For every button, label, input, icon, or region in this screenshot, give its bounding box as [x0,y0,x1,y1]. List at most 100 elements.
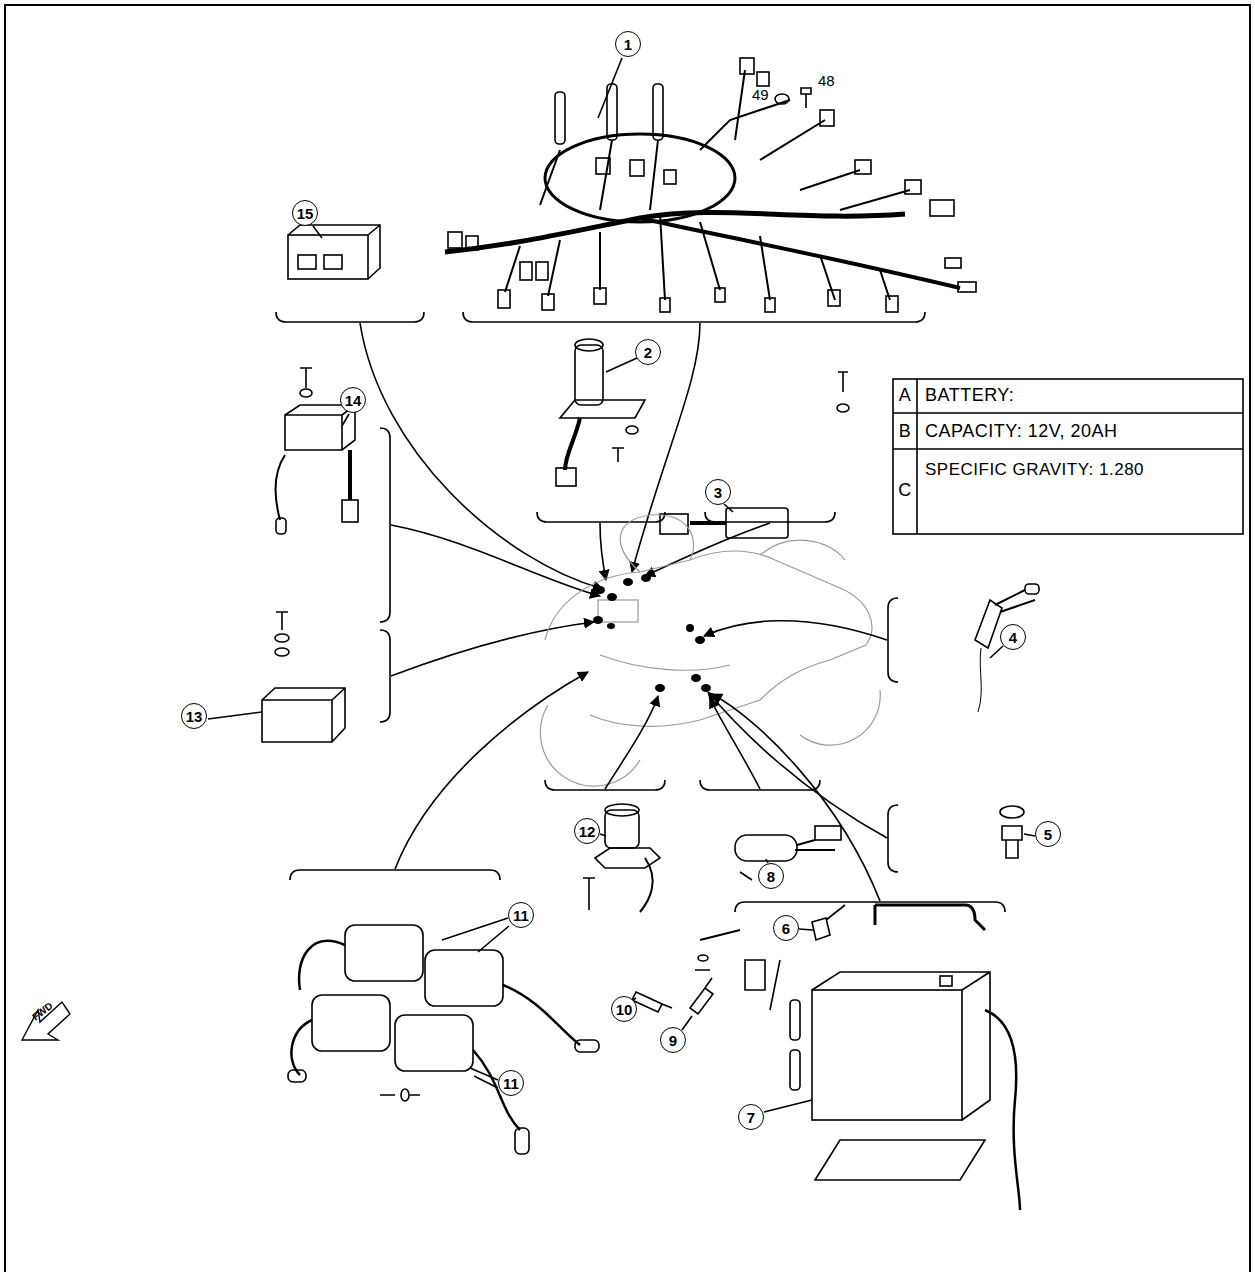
gasket [1000,806,1024,818]
breather-tube [790,1000,800,1040]
group-bracket [735,902,1005,912]
callout-text: 11 [513,908,529,923]
igniter-unit [262,688,345,742]
location-mark [623,578,633,586]
motorcycle-outline [760,540,845,560]
ignition-coil [312,995,390,1051]
motorcycle-outline [598,600,638,622]
group-bracket [888,805,898,872]
location-arrow [632,323,700,572]
plug-cap [515,1128,529,1154]
screw [740,872,752,880]
harness-wire [540,70,910,210]
connector [740,58,754,74]
callout-text: 4 [1009,630,1017,645]
location-arrow [708,692,887,838]
connector [757,72,769,86]
washer [698,955,708,961]
table-cell: A [893,385,917,407]
connector [448,232,462,248]
location-arrow [600,523,606,580]
callout-number: 3 [705,479,731,505]
connector [958,282,976,292]
ignition-coil [345,925,423,981]
callout-text: 3 [714,485,722,500]
fuse-holder [812,905,845,940]
connector [542,294,554,310]
harness-tube [555,92,565,144]
group-bracket [537,512,665,522]
location-mark [686,624,694,632]
fuse-box [288,225,380,279]
screw [583,878,595,910]
group-bracket [290,870,500,880]
location-arrow [704,621,887,640]
starter-solenoid [735,835,797,861]
callout-text: 5 [1044,827,1052,842]
location-arrow [710,698,760,789]
callout-number: 2 [635,339,661,365]
connector [886,296,898,312]
relay [726,508,788,538]
callout-number: 10 [611,996,637,1022]
callout-text: 7 [747,1110,755,1125]
connector [765,298,775,312]
connector [536,262,548,280]
fuse-box [288,235,368,279]
screw [276,612,288,630]
lead-wire [700,930,740,940]
solenoid-wire [795,840,835,850]
screw [300,368,312,388]
location-mark [695,636,705,644]
callout-text: 6 [782,921,790,936]
plug-lead [291,941,580,1130]
switch-wire [565,418,580,470]
battery-lead [985,1010,1020,1210]
motorcycle-wheel [540,690,880,786]
location-arrow [605,696,658,789]
connector [466,236,478,250]
callout-text: 1 [624,37,632,52]
harness-wire [505,214,890,300]
leader-line [724,504,733,512]
table-cell: B [893,421,917,443]
connector [276,518,286,534]
wire-harness [545,134,735,222]
leader-line [598,58,622,118]
callout-number: 4 [1000,624,1026,650]
location-mark [641,574,651,582]
leader-line [470,1068,498,1088]
motorcycle-outline [600,655,730,670]
leader-line [342,414,349,426]
page-frame [5,5,1250,1272]
connector [1025,584,1039,594]
unit-wire [275,455,285,520]
table-cell: C [893,480,917,502]
callout-text: 8 [767,869,775,884]
switch-wire [640,858,653,912]
connector [820,110,834,126]
callout-number: 11 [498,1070,524,1096]
washer [626,426,638,434]
leader-line [442,918,509,952]
callout-text: 12 [579,824,596,839]
location-arrow [712,694,880,901]
sensor-switch [975,600,1002,648]
sensor-cable [978,648,981,712]
connector [630,160,644,176]
screw [612,448,624,462]
battery-lead [745,960,780,1010]
callout-number: 15 [292,200,318,226]
group-bracket [463,312,925,322]
plug-cap [575,1040,599,1052]
callout-text: 13 [186,709,203,724]
leader-line [313,226,322,238]
group-bracket [888,598,898,682]
screw [838,372,848,392]
leader-line [990,646,1003,658]
leader-line [600,834,606,836]
motorcycle-outline [545,551,872,726]
spec-table [893,379,1243,534]
